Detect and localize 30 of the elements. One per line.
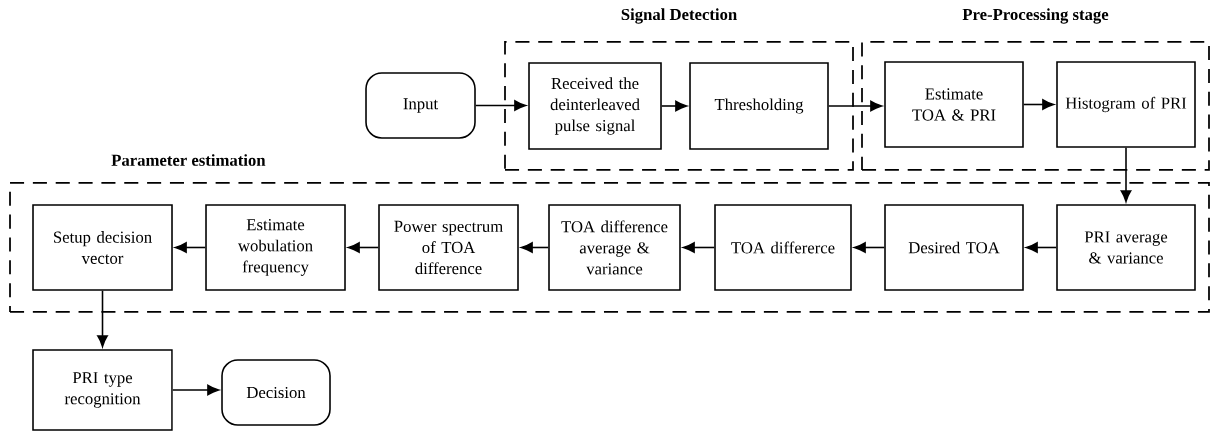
arrow	[828, 100, 883, 112]
arrow	[1120, 147, 1132, 203]
group-heading: Pre-Processing stage	[962, 8, 1109, 24]
terminal-box: Input	[365, 72, 476, 139]
arrow	[520, 242, 549, 253]
arrow	[97, 290, 108, 348]
process-box: PRI type recognition	[32, 349, 173, 431]
process-box: Estimate TOA & PRI	[884, 61, 1024, 148]
arrow	[1025, 242, 1057, 253]
arrow	[1023, 99, 1055, 110]
arrow	[347, 242, 379, 253]
group-heading: Signal Detection	[621, 8, 737, 24]
arrow	[174, 242, 206, 253]
process-box: TOA differerce	[714, 204, 852, 291]
process-box: Received the deinterleaved pulse signal	[528, 62, 662, 150]
process-box: Estimate wobulation frequency	[205, 204, 346, 291]
process-box: Desired TOA	[884, 204, 1024, 291]
process-box: PRI average & variance	[1056, 204, 1196, 291]
terminal-box: Decision	[221, 359, 331, 426]
arrow	[172, 384, 220, 396]
arrow	[682, 242, 715, 253]
process-box: Histogram of PRI	[1056, 61, 1196, 148]
group-heading: Parameter estimation	[111, 154, 266, 166]
process-box: Thresholding	[689, 62, 829, 150]
arrow	[475, 100, 527, 111]
process-box: Power spectrum of TOA difference	[378, 204, 519, 291]
arrow	[853, 242, 885, 253]
process-box: TOA difference average & variance	[548, 204, 681, 291]
arrow	[661, 100, 688, 112]
process-box: Setup decision vector	[32, 204, 173, 291]
